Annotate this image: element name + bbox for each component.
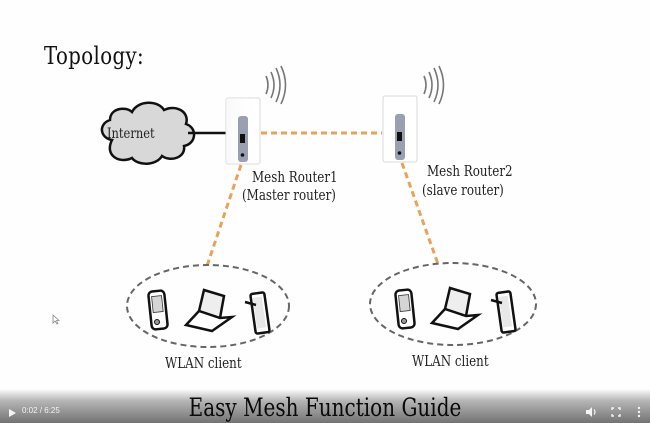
client-group-right (369, 262, 537, 346)
mouse-cursor-icon (52, 314, 60, 325)
router2-role: (slave router) (422, 183, 504, 199)
router1-icon (225, 97, 261, 165)
play-icon[interactable] (6, 407, 18, 419)
player-controls-bar (0, 389, 650, 423)
time-display: 0:02 / 6:25 (22, 406, 60, 415)
wifi-signal-icon (423, 65, 445, 105)
client-group-right-label: WLAN client (412, 354, 489, 370)
wifi-signal-icon (265, 65, 287, 105)
slide-heading: Topology: (44, 42, 145, 70)
volume-icon[interactable] (584, 405, 598, 419)
fullscreen-icon[interactable] (609, 405, 623, 419)
internet-label: Internet (107, 126, 155, 142)
router2-name: Mesh Router2 (427, 164, 513, 180)
laptop-icon (183, 288, 237, 333)
phone-icon (394, 288, 416, 330)
tablet-icon (490, 290, 517, 334)
router1-name: Mesh Router1 (252, 170, 338, 186)
mesh-client-link-left (205, 164, 243, 267)
laptop-icon (429, 286, 483, 331)
mesh-client-link-right (400, 162, 440, 265)
router1-role: (Master router) (242, 188, 336, 204)
client-group-left-label: WLAN client (165, 356, 242, 372)
client-group-left (126, 264, 290, 348)
more-options-icon[interactable] (632, 405, 646, 419)
tablet-icon (244, 291, 271, 335)
phone-icon (147, 289, 169, 331)
internet-cloud-icon (100, 101, 196, 165)
video-caption: Easy Mesh Function Guide (188, 393, 462, 422)
router2-icon (382, 95, 418, 163)
